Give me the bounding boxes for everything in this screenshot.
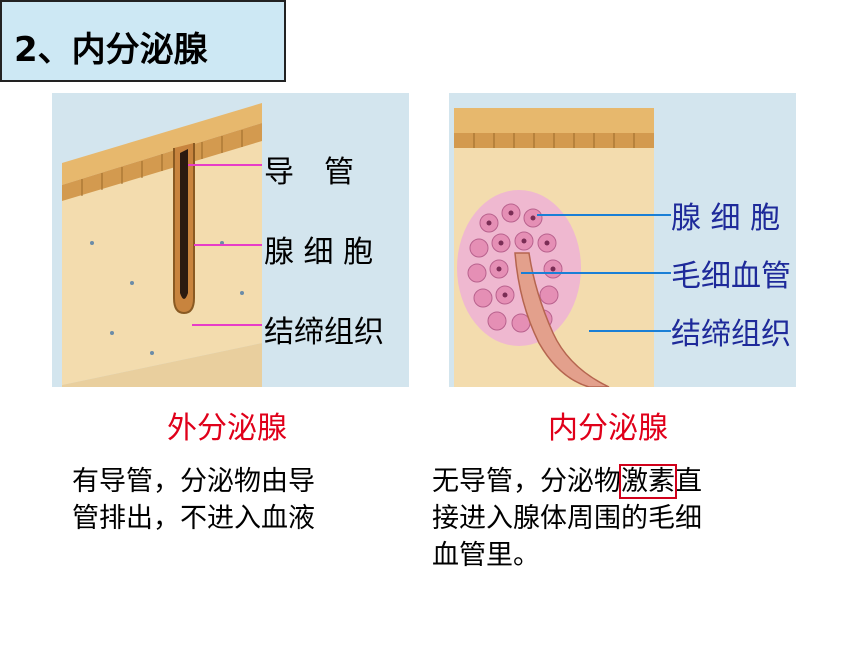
exocrine-caption: 外分泌腺 (167, 411, 287, 446)
description-text-pre: 无导管，分泌物 (432, 466, 621, 497)
label-duct: 导 管 (264, 155, 354, 190)
hormone-highlight: 激素 (619, 464, 677, 499)
exocrine-illustration (52, 93, 409, 387)
label-gland-cell: 腺 细 胞 (264, 235, 374, 270)
endocrine-description: 无导管，分泌物激素直 接进入腺体周围的毛细 血管里。 (432, 463, 812, 574)
exocrine-description: 有导管，分泌物由导 管排出，不进入血液 (72, 463, 392, 537)
endocrine-description-line1: 无导管，分泌物激素直 (432, 463, 812, 500)
exocrine-description-line2: 管排出，不进入血液 (72, 503, 315, 534)
label-connective-tissue: 结缔组织 (671, 317, 791, 352)
exocrine-gland-diagram: 导 管 腺 细 胞 结缔组织 (52, 93, 409, 387)
label-gland-cell: 腺 细 胞 (671, 201, 781, 236)
title-box: 2、内分泌腺 (0, 0, 286, 82)
endocrine-gland-diagram: 腺 细 胞 毛细血管 结缔组织 (449, 93, 796, 387)
capillary (514, 252, 610, 387)
endocrine-illustration (449, 93, 796, 387)
endocrine-caption: 内分泌腺 (548, 411, 668, 446)
endocrine-description-line2: 接进入腺体周围的毛细 (432, 503, 702, 534)
endocrine-description-line3: 血管里。 (432, 540, 540, 571)
label-connective-tissue: 结缔组织 (264, 315, 384, 350)
tissue-front (62, 123, 262, 385)
epithelium-top (454, 108, 654, 133)
epithelium-top (62, 103, 262, 185)
slide-title: 2、内分泌腺 (14, 30, 208, 70)
description-text-post: 直 (675, 466, 702, 497)
exocrine-description-line1: 有导管，分泌物由导 (72, 466, 315, 497)
label-capillary: 毛细血管 (671, 259, 791, 294)
